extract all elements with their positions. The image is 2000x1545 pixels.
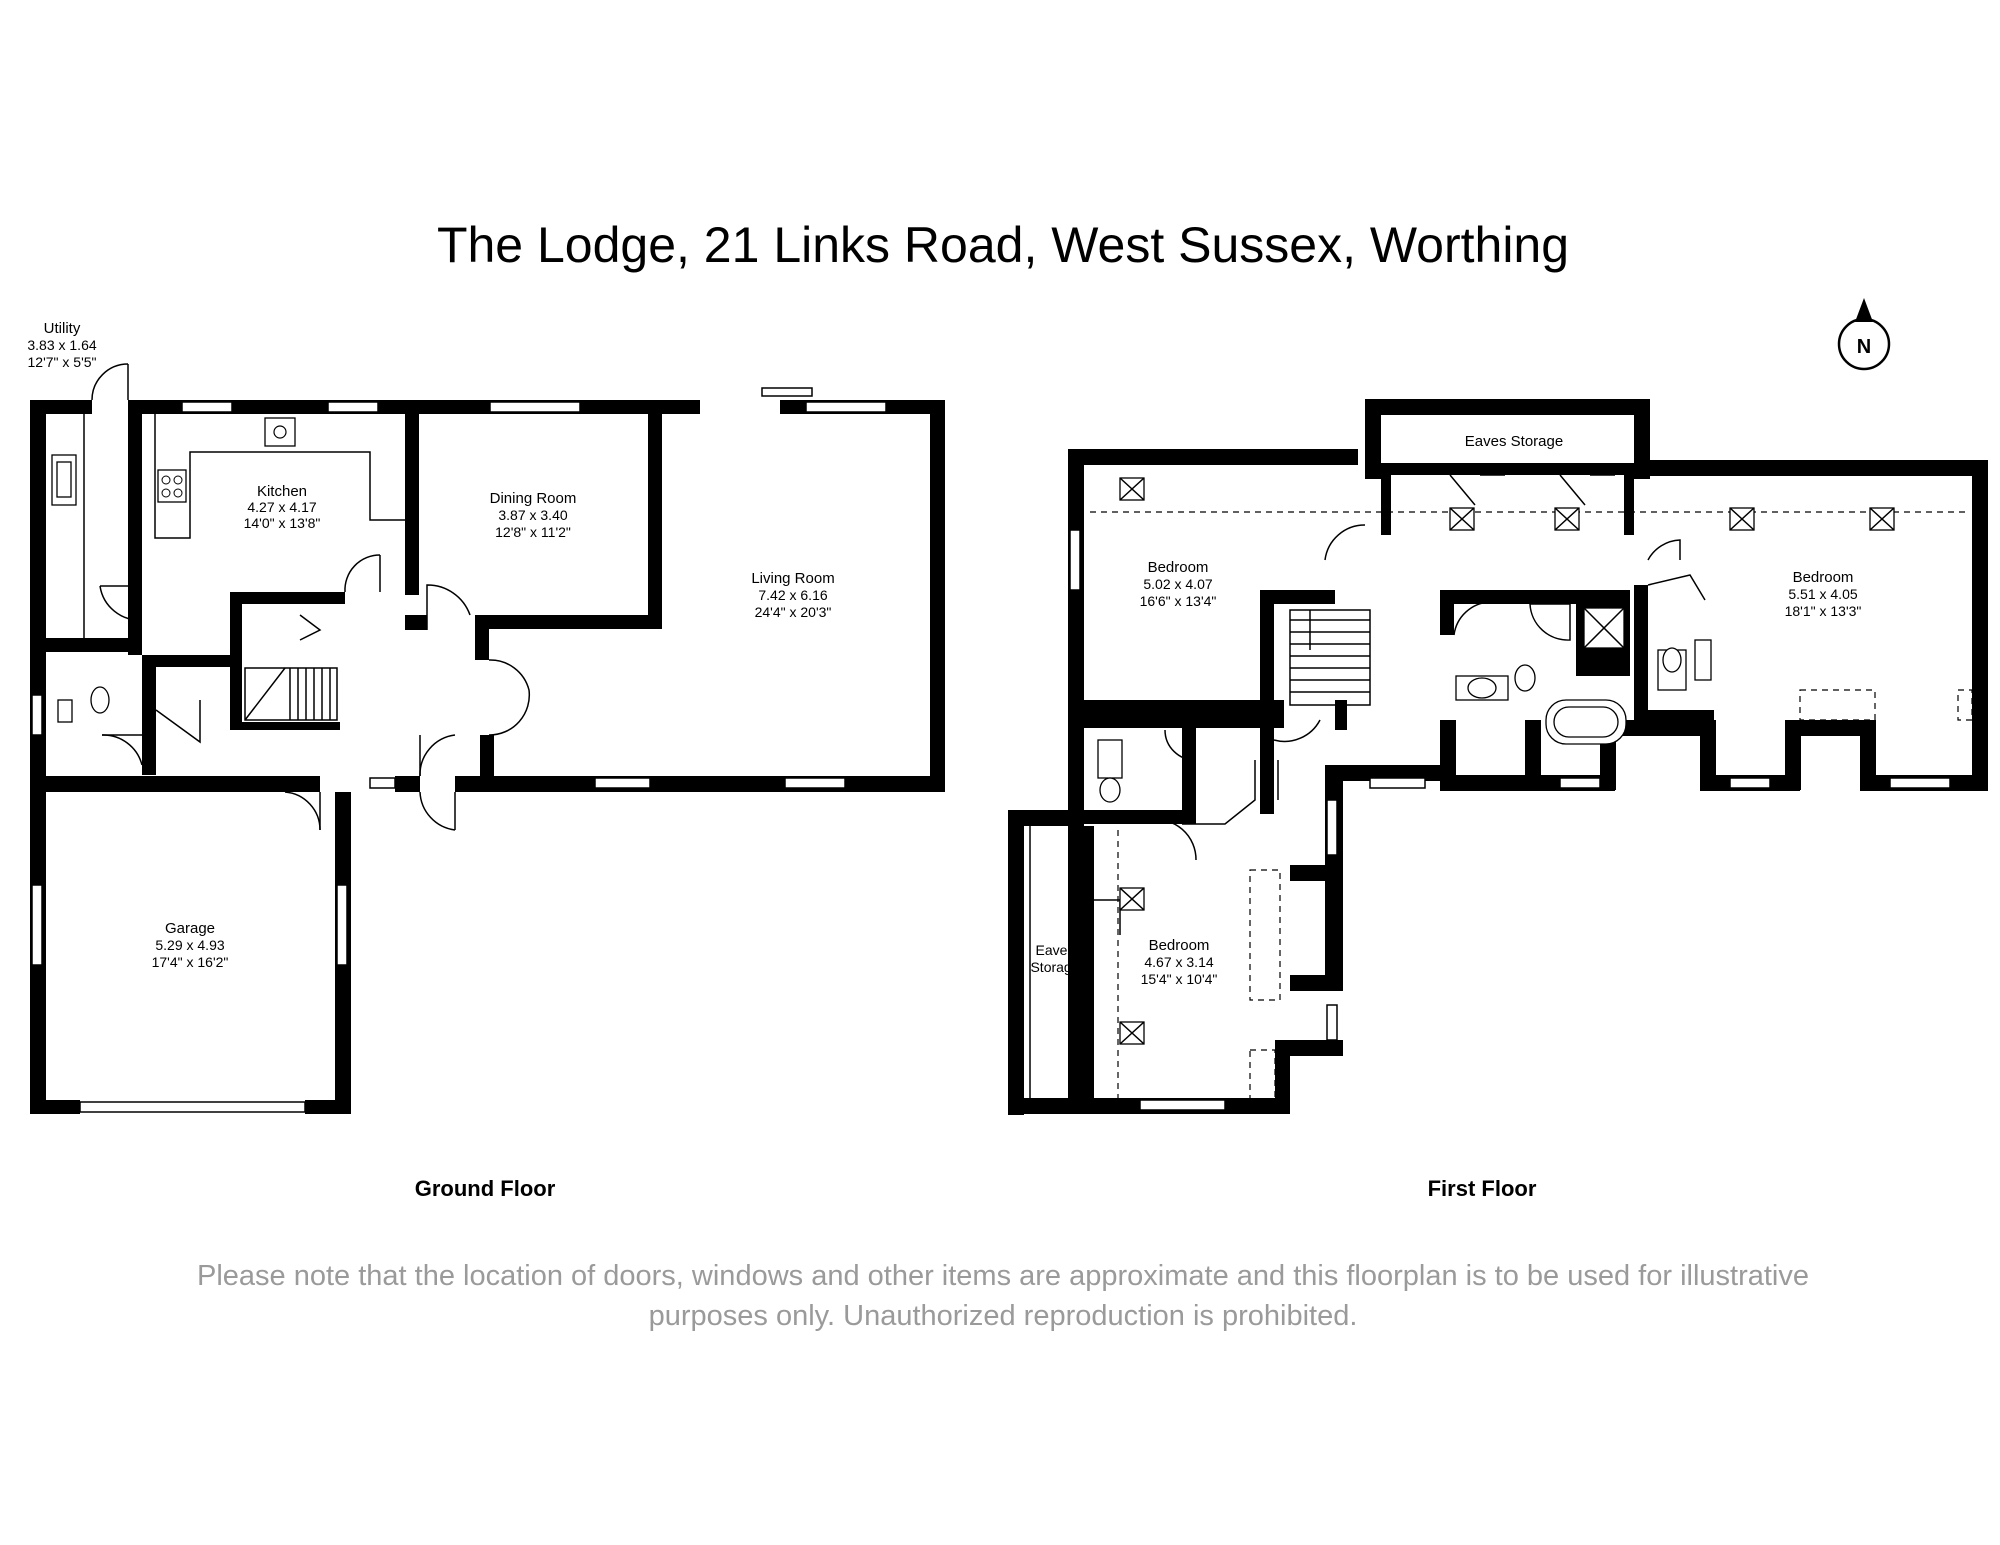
first-floor-label: First Floor (1428, 1176, 1537, 1201)
bedroom3-window (1139, 1099, 1226, 1111)
ground-wc (30, 652, 201, 782)
svg-text:Dining Room: Dining Room (490, 490, 577, 507)
svg-text:3.87 x 3.40: 3.87 x 3.40 (498, 507, 567, 523)
svg-text:15'4" x 10'4": 15'4" x 10'4" (1141, 971, 1218, 987)
svg-text:16'6" x 13'4": 16'6" x 13'4" (1140, 593, 1217, 609)
svg-text:Bedroom: Bedroom (1149, 937, 1210, 954)
garage-door (79, 1101, 306, 1113)
utility-label: Utility 3.83 x 1.64 12'7" x 5'5" (27, 320, 96, 370)
svg-text:Bedroom: Bedroom (1793, 569, 1854, 586)
ground-stairs (230, 614, 340, 730)
north-compass-icon: N (1837, 298, 1891, 371)
living-french-doors (488, 659, 531, 736)
dining-window (489, 401, 581, 413)
ensuite (1634, 539, 1714, 725)
bedroom2-window (1729, 777, 1771, 789)
bathroom (1440, 590, 1630, 745)
page-title: The Lodge, 21 Links Road, West Sussex, W… (437, 217, 1569, 273)
kitchen-window (181, 401, 233, 413)
first-floor-plan: Eaves Storage Bedroom 5.02 x 4.07 16'6" … (1008, 399, 1988, 1115)
living-window-south (784, 777, 846, 789)
svg-text:24'4" x 20'3": 24'4" x 20'3" (755, 604, 832, 620)
svg-text:Kitchen: Kitchen (257, 483, 307, 500)
utility-room (30, 363, 142, 775)
svg-text:17'4" x 16'2": 17'4" x 16'2" (152, 954, 229, 970)
front-door (419, 734, 456, 777)
bedroom1-label: Bedroom 5.02 x 4.07 16'6" x 13'4" (1140, 559, 1217, 609)
ground-floor-label: Ground Floor (415, 1176, 556, 1201)
bedroom3-area (1084, 714, 1321, 1106)
living-label: Living Room 7.42 x 6.16 24'4" x 20'3" (751, 570, 834, 620)
ground-east-wall (930, 400, 945, 792)
svg-text:12'8" x 11'2": 12'8" x 11'2" (495, 524, 571, 540)
svg-text:Garage: Garage (165, 920, 215, 937)
bedroom3-label: Bedroom 4.67 x 3.14 15'4" x 10'4" (1141, 937, 1218, 987)
svg-text:Eaves Storage: Eaves Storage (1465, 433, 1563, 450)
kitchen-label: Kitchen 4.27 x 4.17 14'0" x 13'8" (244, 483, 321, 531)
kitchen (99, 400, 419, 667)
svg-text:5.02 x 4.07: 5.02 x 4.07 (1143, 576, 1212, 592)
svg-text:3.83 x 1.64: 3.83 x 1.64 (27, 337, 96, 353)
svg-text:18'1" x 13'3": 18'1" x 13'3" (1785, 603, 1862, 619)
first-floor-stairs (1289, 609, 1371, 730)
garage-label: Garage 5.29 x 4.93 17'4" x 16'2" (152, 920, 229, 970)
living-window-north (805, 401, 887, 413)
eaves-storage-top-label: Eaves Storage (1465, 433, 1563, 450)
svg-text:5.51 x 4.05: 5.51 x 4.05 (1788, 586, 1857, 602)
svg-text:Utility: Utility (44, 320, 81, 337)
eaves-storage-side-label: Eaves Storage (1030, 942, 1079, 975)
svg-text:5.29 x 4.93: 5.29 x 4.93 (155, 937, 224, 953)
bedroom1-side-window (1069, 529, 1081, 591)
svg-text:14'0" x 13'8": 14'0" x 13'8" (244, 515, 321, 531)
svg-text:7.42 x 6.16: 7.42 x 6.16 (758, 587, 827, 603)
bedroom2-label: Bedroom 5.51 x 4.05 18'1" x 13'3" (1785, 569, 1862, 619)
velux-windows (1119, 477, 1895, 1045)
eaves-storage-side (1008, 810, 1031, 1110)
bedroom1-door (1324, 524, 1366, 561)
living-window-bay (761, 387, 813, 397)
ground-floor-plan: Utility 3.83 x 1.64 12'7" x 5'5" Kitchen… (27, 320, 945, 1114)
svg-text:Storage: Storage (1030, 959, 1079, 975)
svg-text:4.67 x 3.14: 4.67 x 3.14 (1144, 954, 1213, 970)
dining-room (405, 414, 662, 660)
svg-text:12'7" x 5'5": 12'7" x 5'5" (28, 354, 97, 370)
dining-label: Dining Room 3.87 x 3.40 12'8" x 11'2" (490, 490, 577, 540)
disclaimer-line-2: purposes only. Unauthorized reproduction… (649, 1300, 1358, 1332)
svg-text:Living Room: Living Room (751, 570, 834, 587)
garage (30, 791, 351, 1114)
eaves-storage-north-wall (1365, 399, 1650, 415)
svg-text:4.27 x 4.17: 4.27 x 4.17 (247, 499, 316, 515)
svg-text:Bedroom: Bedroom (1148, 559, 1209, 576)
north-label: N (1857, 336, 1871, 358)
svg-text:Eaves: Eaves (1036, 942, 1075, 958)
disclaimer-line-1: Please note that the location of doors, … (197, 1260, 1809, 1292)
